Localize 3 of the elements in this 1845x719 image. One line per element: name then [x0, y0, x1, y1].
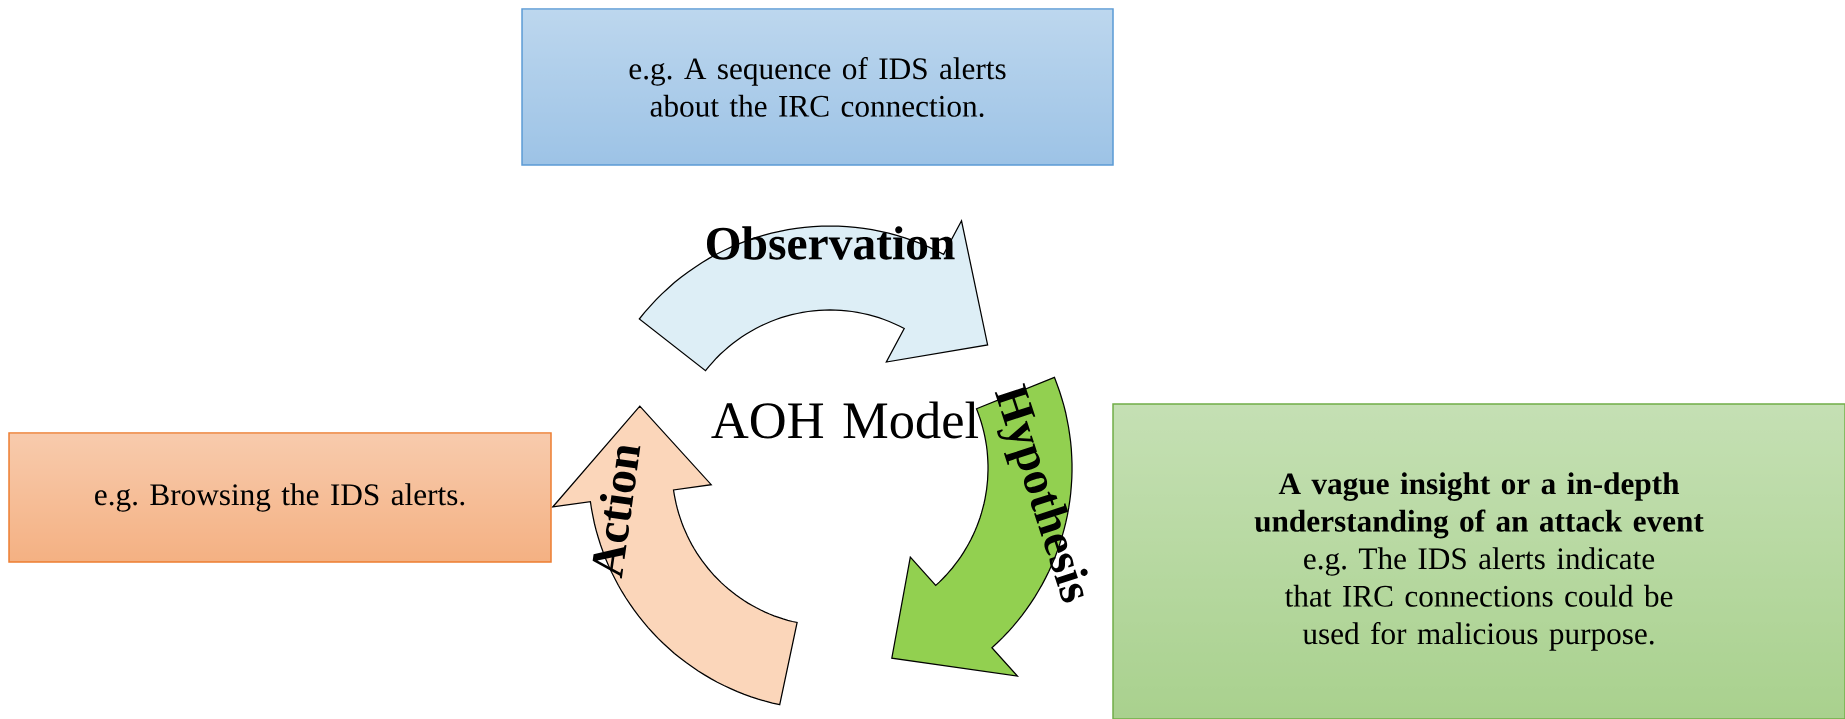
text-box: e.g. A sequence of IDS alerts about the IRC connection. — [521, 8, 1114, 166]
text-box: A vague insight or a in-depth understanding of an attack event e.g. The IDS alerts indicate that IRC connections could be used for malicious purpose. — [1112, 403, 1845, 719]
text-box: e.g. Browsing the IDS alerts. — [8, 432, 552, 563]
